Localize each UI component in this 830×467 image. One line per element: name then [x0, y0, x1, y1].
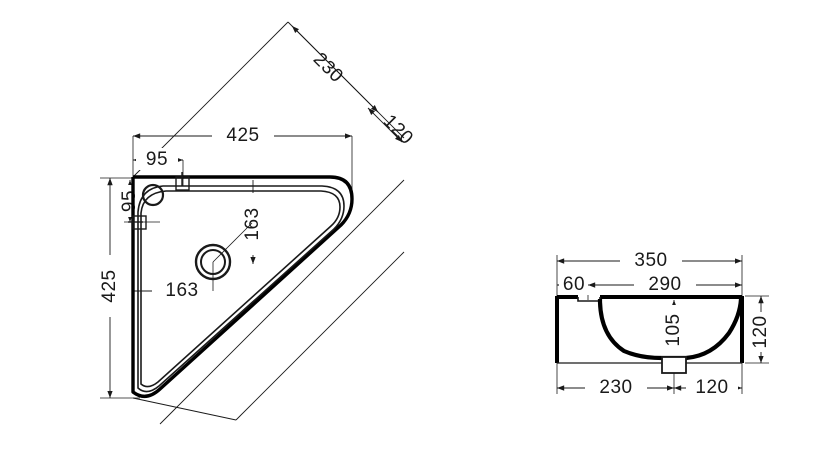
- plan-dim-425-left: 425: [99, 177, 140, 399]
- plan-dim-95-left-label: 95: [119, 190, 140, 212]
- elev-dim-350-label: 350: [634, 250, 667, 271]
- plan-dim-95-top: 95: [133, 148, 184, 186]
- overflow-hole: [141, 183, 165, 207]
- drain-outlet: [194, 243, 232, 281]
- plan-dim-163-vertical: 163: [212, 180, 264, 264]
- elev-dim-120-bottom-label: 120: [695, 377, 728, 398]
- plan-dim-163-horizontal: 163: [133, 262, 214, 302]
- elev-dim-230-bottom: 230: [556, 356, 675, 398]
- elevation-basin-section: [555, 295, 744, 374]
- elev-dim-230-bottom-label: 230: [599, 377, 632, 398]
- plan-dim-425-top-label: 425: [226, 125, 259, 146]
- plan-view: 230 120 425 95 425: [99, 21, 417, 425]
- plan-dim-230-diagonal: 230: [291, 25, 379, 113]
- elev-dim-120-right-label: 120: [750, 315, 771, 348]
- basin-outline: [131, 175, 354, 398]
- elev-dim-350: 350: [556, 249, 743, 296]
- tap-hole-marker-top: [175, 172, 190, 191]
- elev-dim-105: 105: [663, 300, 685, 355]
- plan-dim-120-diagonal: 120: [367, 107, 417, 149]
- basin-inner-contour: [137, 185, 345, 393]
- elev-dim-290: 290: [588, 273, 742, 295]
- plan-dim-425-top: 425: [132, 124, 353, 200]
- plan-dim-163-vertical-label: 163: [242, 207, 263, 240]
- tap-hole-marker-left: [128, 215, 147, 230]
- plan-dim-95-top-label: 95: [146, 149, 168, 170]
- plan-dim-163-horizontal-label: 163: [165, 280, 198, 301]
- elevation-view: 350 60 290 105 120: [555, 249, 772, 398]
- plan-dim-120-label: 120: [379, 111, 417, 149]
- elev-dim-60: 60: [557, 273, 591, 300]
- plan-dim-425-left-label: 425: [99, 269, 120, 302]
- elev-dim-120-bottom: 120: [674, 363, 743, 398]
- plan-dim-230-label: 230: [309, 49, 347, 87]
- plan-diagonal-dimension-frame: [132, 21, 405, 425]
- elev-dim-105-label: 105: [663, 313, 684, 346]
- elev-dim-290-label: 290: [648, 274, 681, 295]
- elevation-waste-outlet: [661, 356, 687, 374]
- elev-dim-60-label: 60: [563, 274, 585, 295]
- elev-dim-120-right: 120: [745, 295, 772, 364]
